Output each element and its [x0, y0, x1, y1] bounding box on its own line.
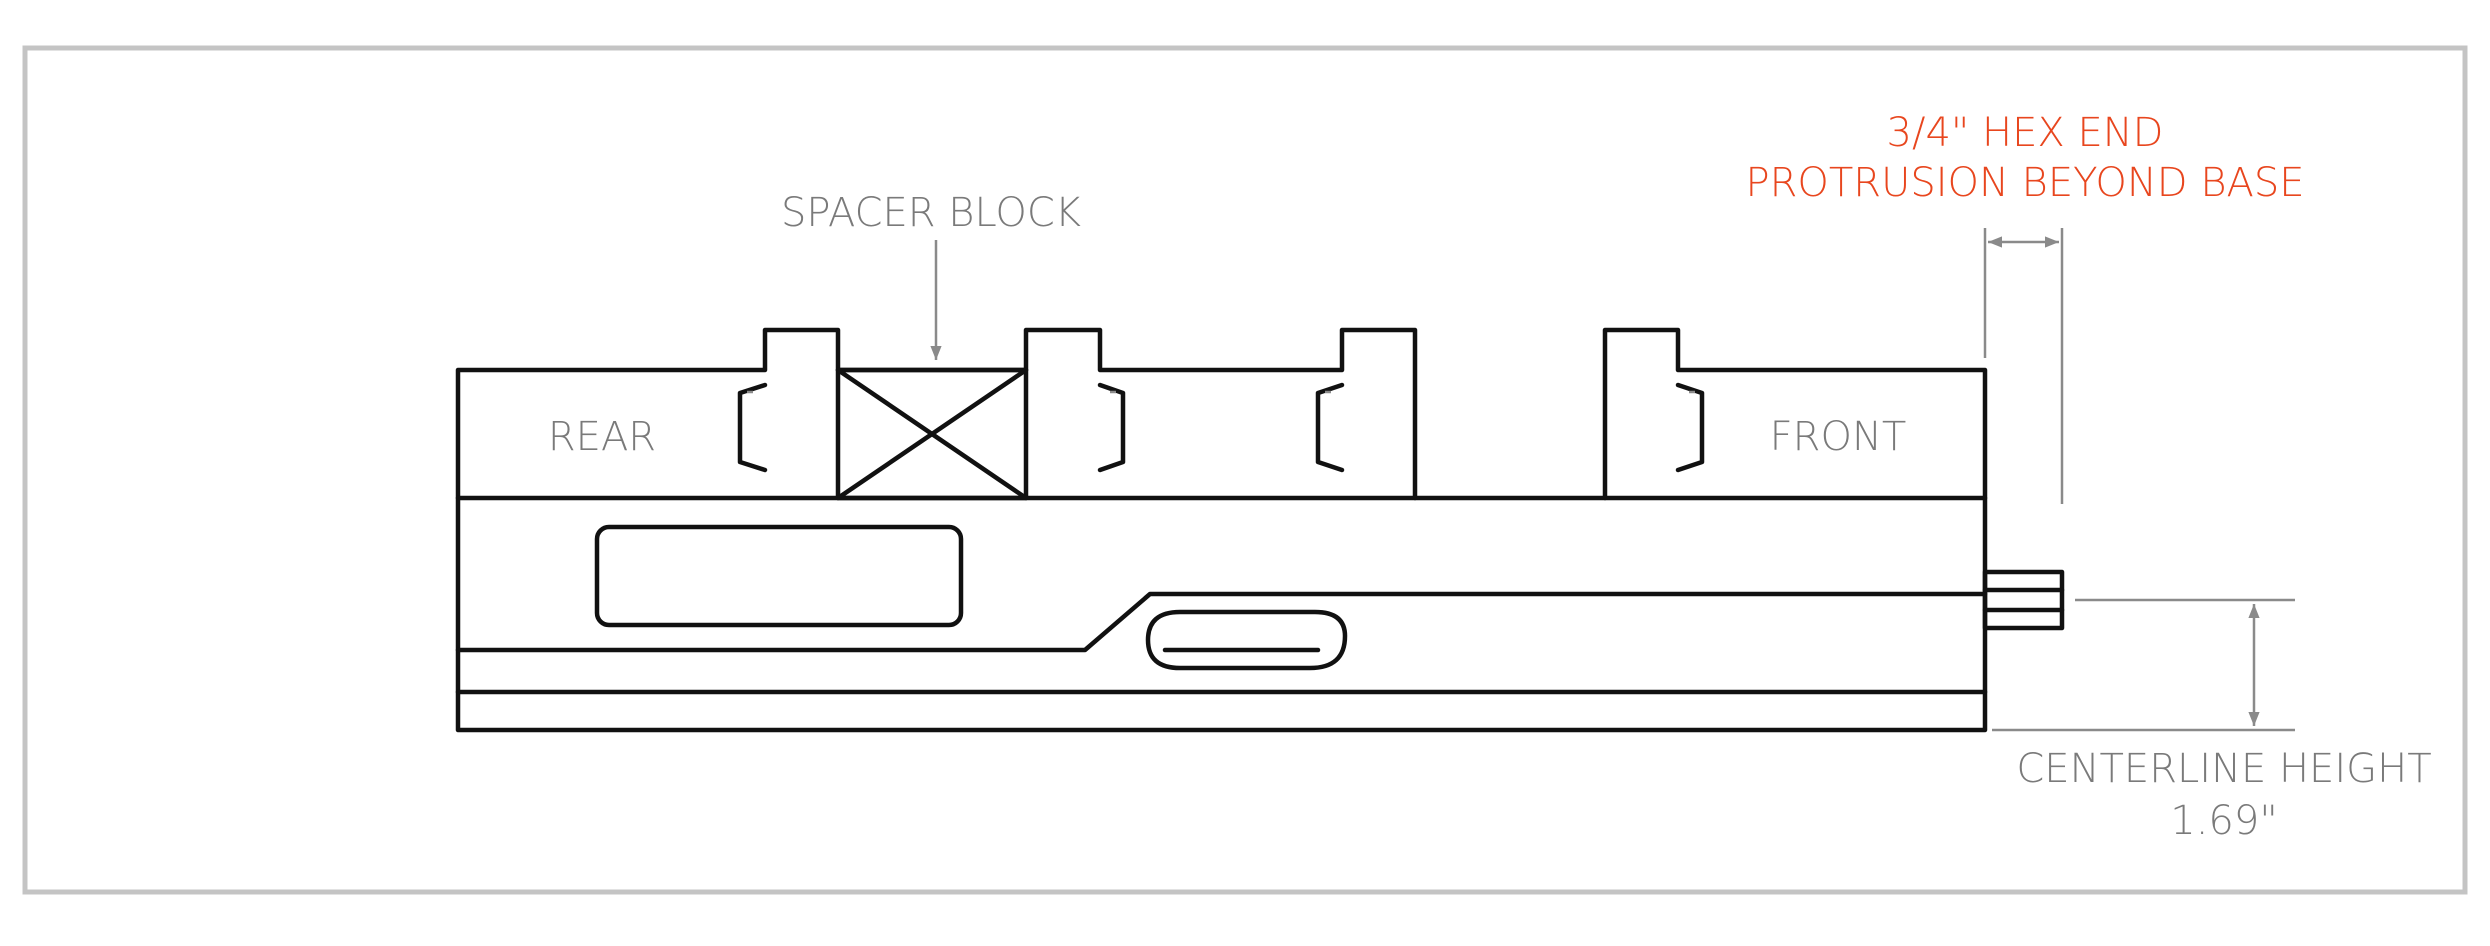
- spacer-block: [835, 367, 1029, 501]
- jaw-dovetails: [737, 382, 1705, 473]
- vise-base: [455, 495, 1988, 733]
- hex-protrusion-dimension: [1983, 228, 2064, 504]
- hex-end-callout-line2: PROTRUSION BEYOND BASE: [1745, 160, 2304, 206]
- centerline-height-value: 1.69": [2170, 798, 2277, 844]
- hex-end: [1982, 569, 2065, 631]
- hex-end-callout-line1: 3/4" HEX END: [1887, 110, 2164, 156]
- centerline-height-dimension: [1992, 598, 2295, 732]
- rear-label: REAR: [548, 414, 656, 460]
- front-label: FRONT: [1770, 414, 1907, 460]
- spacer-block-label: SPACER BLOCK: [781, 190, 1081, 236]
- centerline-height-label: CENTERLINE HEIGHT: [2016, 746, 2431, 792]
- drawing-frame: [22, 45, 2468, 895]
- upper-rail: [455, 327, 1988, 501]
